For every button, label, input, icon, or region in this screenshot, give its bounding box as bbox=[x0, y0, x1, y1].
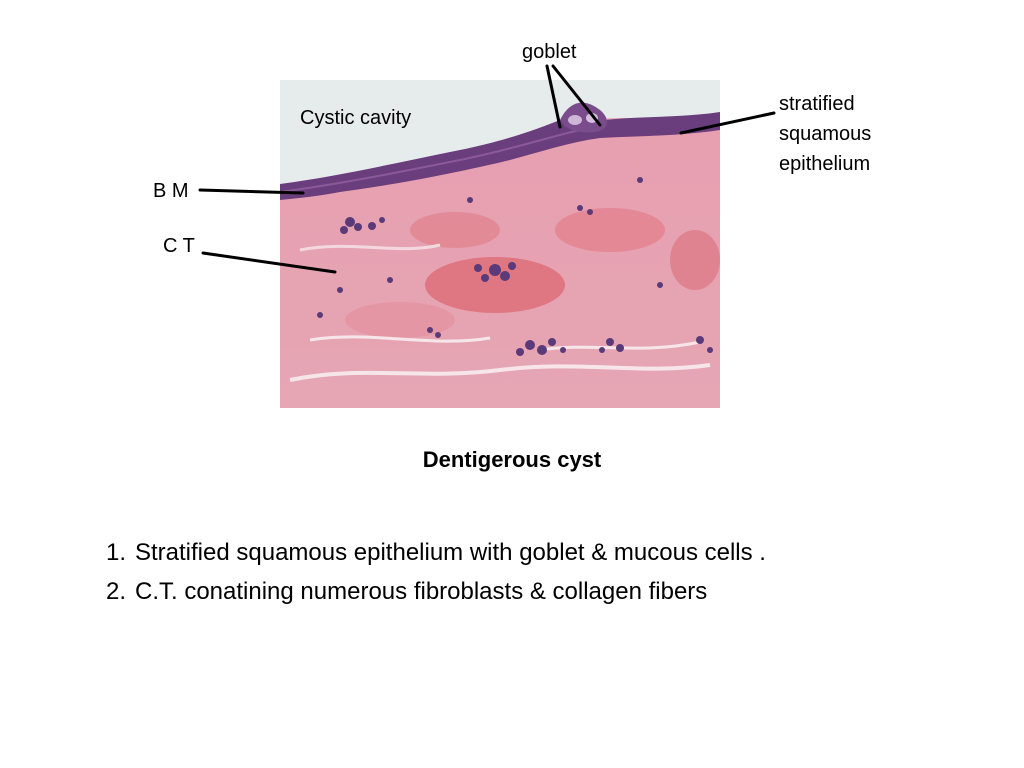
epithelium-label-line-3: epithelium bbox=[779, 153, 871, 175]
basement-membrane-label: B M bbox=[153, 180, 189, 202]
list-item-text: C.T. conatining numerous fibroblasts & c… bbox=[135, 578, 708, 605]
epithelium-label-line-2: squamous bbox=[779, 123, 872, 145]
list-item: 2. C.T. conatining numerous fibroblasts … bbox=[106, 577, 766, 606]
micrograph-image bbox=[280, 80, 720, 408]
list-item-number: 2. bbox=[106, 578, 127, 605]
caption-text: Dentigerous cyst bbox=[422, 447, 602, 472]
list-item-text: Stratified squamous epithelium with gobl… bbox=[135, 539, 766, 566]
list-item: 1. Stratified squamous epithelium with g… bbox=[106, 538, 766, 567]
description-list: 1. Stratified squamous epithelium with g… bbox=[106, 538, 766, 616]
cystic-cavity-label: Cystic cavity bbox=[300, 107, 412, 129]
goblet-label: goblet bbox=[522, 41, 577, 63]
figure-caption: Dentigerous cyst bbox=[0, 447, 1024, 473]
connective-tissue-label: C T bbox=[163, 235, 195, 257]
epithelium-label: stratified squamous epithelium bbox=[779, 89, 871, 179]
epithelium-label-line-1: stratified bbox=[779, 93, 855, 115]
list-item-number: 1. bbox=[106, 539, 127, 566]
